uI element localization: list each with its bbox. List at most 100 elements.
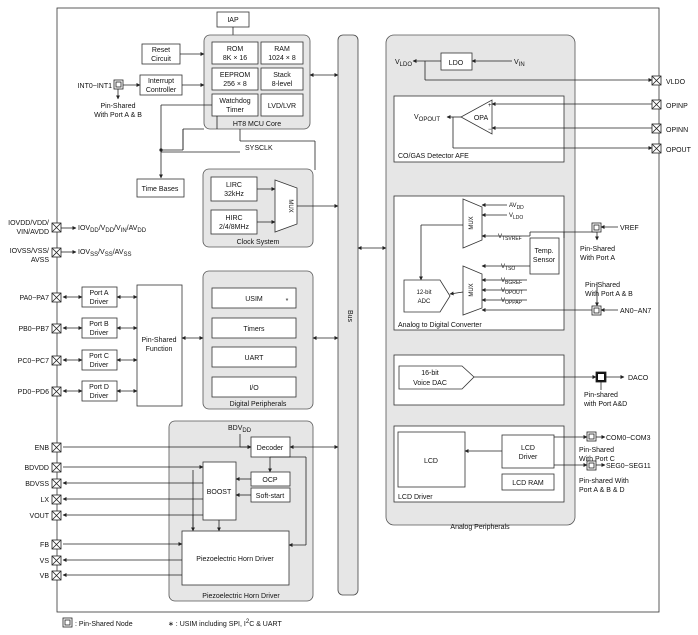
- lirc-block: [210, 176, 258, 202]
- port-a-label: Port A: [89, 290, 108, 297]
- seg-note-2: Port A & B & D: [579, 487, 625, 494]
- interrupt-label-2: Controller: [146, 87, 177, 94]
- port-b-label-2: Driver: [90, 330, 109, 337]
- pin-vb-label: VB: [40, 573, 50, 580]
- lcd-group-label: LCD Driver: [398, 494, 433, 501]
- pin-vldo-label: VLDO: [666, 79, 686, 86]
- pin-pc-label: PC0~PC7: [18, 358, 49, 365]
- adc12-label-2: ADC: [418, 299, 431, 305]
- pin-daco-label: DACO: [628, 375, 649, 382]
- pin-fb-label: FB: [40, 542, 49, 549]
- an-note: Pin-Shared: [585, 282, 620, 289]
- pin-iovss-label-2: AVSS: [31, 257, 49, 264]
- ldo-label: LDO: [449, 60, 464, 67]
- seg-note: Pin-shared With: [579, 478, 629, 485]
- adc-group-label: Analog to Digital Converter: [398, 322, 482, 329]
- pin-bdvdd-label: BDVDD: [24, 465, 49, 472]
- pin-shared-function-block: [136, 284, 183, 407]
- lcd-ram-label: LCD RAM: [512, 480, 544, 487]
- stack-block: [260, 67, 304, 91]
- vbgref-label: VBGREF: [501, 278, 522, 286]
- vopout-adc-label: VOPOUT: [501, 288, 523, 296]
- vref-note: Pin-Shared: [580, 246, 615, 253]
- lcd-driver-block: [501, 434, 555, 469]
- port-a-label-2: Driver: [90, 299, 109, 306]
- pin-iovdd-label-2: VIN/AVDD: [16, 229, 49, 236]
- lcd-driver-label: LCD: [521, 445, 535, 452]
- stack-size: 8-level: [272, 81, 293, 88]
- vtsvref-label: VTSVREF: [498, 234, 522, 242]
- pin-seg-label: SEG0~SEG11: [606, 463, 651, 470]
- vref-note-2: With Port A: [580, 255, 615, 262]
- int-pin-label: INT0~INT1: [78, 83, 113, 90]
- pin-vs-label: VS: [40, 558, 50, 565]
- left-pins: [51, 222, 62, 581]
- mcu-core-label: HT8 MCU Core: [233, 121, 281, 128]
- timers-block: [211, 317, 297, 339]
- soft-start-label: Soft-start: [256, 493, 284, 500]
- piezo-group-label: Piezoelectric Horn Driver: [202, 593, 280, 600]
- hirc-freq: 2/4/8MHz: [219, 224, 249, 231]
- pin-iovss-label: IOVSS/VSS/: [10, 248, 49, 255]
- decoder-label: Decoder: [257, 445, 284, 452]
- lcd-block: [397, 431, 466, 488]
- adc12-label: 12-bit: [416, 290, 431, 296]
- pin-shared-label: Pin-Shared: [141, 337, 176, 344]
- boost-label: BOOST: [207, 489, 232, 496]
- pin-shared-label-2: Function: [146, 346, 173, 353]
- watchdog-label-2: Timer: [226, 107, 244, 114]
- chip-outline: [56, 7, 660, 613]
- lirc-freq: 32kHz: [224, 191, 244, 198]
- legend-pin-shared-icon: [62, 617, 73, 628]
- pin-pa-label: PA0~PA7: [19, 295, 49, 302]
- lvd-label: LVD/LVR: [268, 103, 296, 110]
- adc-mux-1-label: MUX: [469, 216, 475, 229]
- clock-system-label: Clock System: [237, 239, 280, 246]
- vin-label: VIN: [514, 59, 525, 68]
- dac-label: 16-bit: [421, 370, 439, 377]
- opa-plus: +: [488, 103, 492, 109]
- port-b-label: Port B: [89, 321, 109, 328]
- opa-label: OPA: [474, 115, 489, 122]
- com-note: Pin-Shared: [579, 447, 614, 454]
- adc-12bit-block: [403, 279, 451, 313]
- pin-vout-label: VOUT: [30, 513, 50, 520]
- hirc-label: HIRC: [225, 215, 242, 222]
- piezo-driver-block: [181, 530, 290, 586]
- ocp-label: OCP: [262, 477, 278, 484]
- temp-sensor-block: [529, 237, 560, 275]
- reset-label-2: Circuit: [151, 56, 171, 63]
- pin-opout-label: OPOUT: [666, 147, 692, 154]
- eeprom-size: 256 × 8: [223, 81, 247, 88]
- com-pin-node: [586, 431, 597, 442]
- pin-vref-label: VREF: [620, 225, 639, 232]
- bus-label: Bus: [346, 310, 353, 323]
- adc-mux-2-label: MUX: [469, 283, 475, 296]
- uart-label: UART: [245, 355, 265, 362]
- rom-size: 8K × 16: [223, 55, 247, 62]
- pin-enb-label: ENB: [35, 445, 50, 452]
- pin-pb-label: PB0~PB7: [18, 326, 49, 333]
- usim-block: [211, 287, 297, 309]
- daco-note-2: with Port A&D: [583, 401, 627, 408]
- piezo-driver-label: Piezoelectric Horn Driver: [196, 556, 274, 563]
- vopamp-label: VOPPAP: [501, 298, 523, 306]
- io-label: I/O: [249, 385, 259, 392]
- vtso-label: VTSO: [501, 264, 515, 272]
- vldo-internal-label: VLDO: [395, 59, 412, 68]
- ram-label: RAM: [274, 46, 290, 53]
- pin-bdvss-label: BDVSS: [25, 481, 49, 488]
- interrupt-label: Interrupt: [148, 78, 174, 85]
- rom-label: ROM: [227, 46, 244, 53]
- int-pin-shared-node: [113, 79, 124, 90]
- eeprom-label: EEPROM: [220, 72, 251, 79]
- port-c-label: Port C: [89, 353, 109, 360]
- port-d-label: Port D: [89, 384, 109, 391]
- watchdog-label: Watchdog: [219, 98, 250, 105]
- time-bases-label: Time Bases: [142, 186, 179, 193]
- clock-mux: [274, 179, 298, 233]
- legend-usim-note: ∗ : USIM including SPI, I2C & UART: [168, 619, 282, 628]
- pin-opinn-label: OPINN: [666, 127, 688, 134]
- lvd-block: [260, 93, 304, 117]
